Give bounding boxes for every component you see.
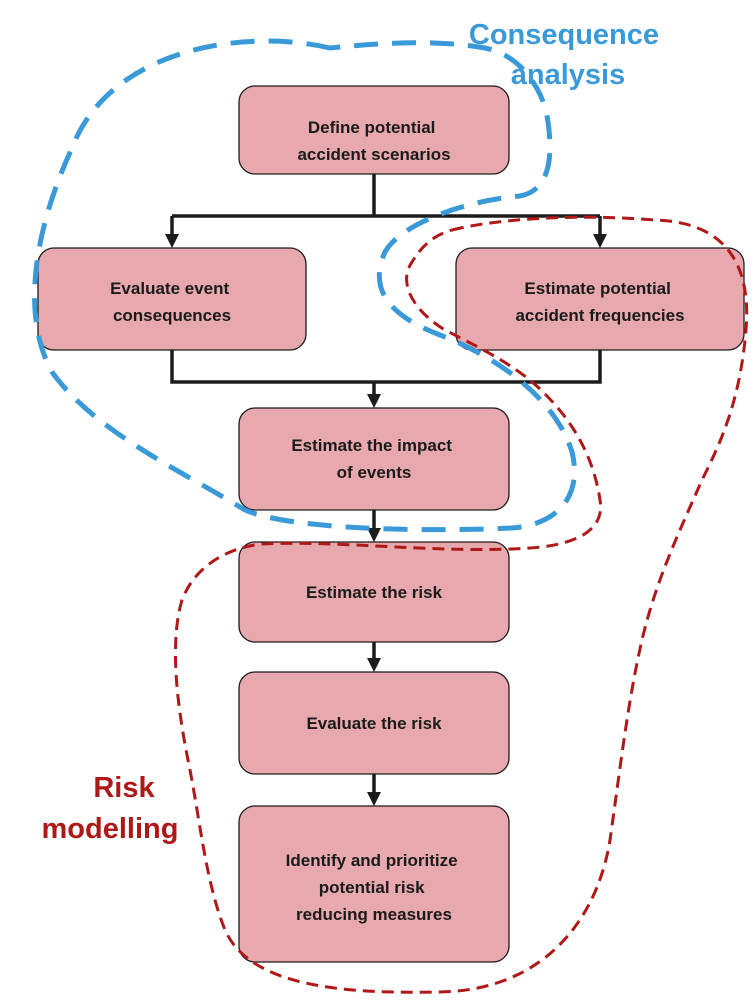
connector-merge [170, 350, 602, 384]
node-box-identify [238, 805, 510, 963]
node-identify: Identify and prioritize potential risk r… [238, 805, 510, 963]
node-line: Estimate the impact [291, 436, 452, 455]
node-impact: Estimate the impact of events [238, 407, 510, 511]
node-label-define: Define potential accident scenarios [297, 118, 450, 164]
risk-modelling-label-line: modelling [42, 813, 179, 845]
node-line: Evaluate the risk [306, 714, 442, 733]
risk-modelling-region [173, 215, 749, 994]
node-line: potential risk [319, 878, 425, 897]
node-line: reducing measures [296, 905, 452, 924]
node-label-estimate-risk: Estimate the risk [306, 583, 443, 602]
consequence-analysis-label-line: Consequence [469, 19, 659, 51]
arrowhead-evaluate-risk [367, 658, 381, 672]
node-frequencies: Estimate potential accident frequencies [455, 247, 745, 351]
node-line: Evaluate event [110, 279, 229, 298]
risk-modelling-label: Risk modelling [42, 772, 179, 845]
node-estimate-risk: Estimate the risk [238, 541, 510, 643]
arrowhead-frequencies [593, 234, 607, 248]
connectors [165, 174, 607, 806]
node-box-estimate-risk [238, 541, 510, 643]
arrowhead-impact [367, 394, 381, 408]
node-label-evaluate-risk: Evaluate the risk [306, 714, 442, 733]
node-box-define [238, 85, 510, 175]
node-line: consequences [113, 306, 231, 325]
node-line: accident scenarios [297, 145, 450, 164]
consequence-analysis-region [32, 38, 577, 533]
consequence-analysis-label: Consequence analysis [469, 19, 667, 91]
node-line: of events [337, 463, 412, 482]
node-box-evaluate-risk [238, 671, 510, 775]
node-evaluate-risk: Evaluate the risk [238, 671, 510, 775]
node-line: Identify and prioritize [286, 851, 458, 870]
arrowhead-identify [367, 792, 381, 806]
arrowhead-estimate-risk [367, 528, 381, 542]
node-line: Define potential [308, 118, 436, 137]
node-line: Estimate potential [524, 279, 670, 298]
node-box-frequencies [455, 247, 745, 351]
arrowhead-consequences [165, 234, 179, 248]
node-box-impact [238, 407, 510, 511]
node-consequences: Evaluate event consequences [37, 247, 307, 351]
node-label-impact: Estimate the impact of events [291, 436, 456, 482]
node-line: Estimate the risk [306, 583, 443, 602]
node-line: accident frequencies [515, 306, 684, 325]
node-label-frequencies: Estimate potential accident frequencies [515, 279, 684, 325]
consequence-analysis-label-line: analysis [511, 59, 625, 91]
node-box-consequences [37, 247, 307, 351]
node-label-identify: Identify and prioritize potential risk r… [286, 851, 463, 924]
node-define: Define potential accident scenarios [238, 85, 510, 175]
risk-modelling-label-line: Risk [93, 772, 155, 804]
node-label-consequences: Evaluate event consequences [110, 279, 234, 325]
